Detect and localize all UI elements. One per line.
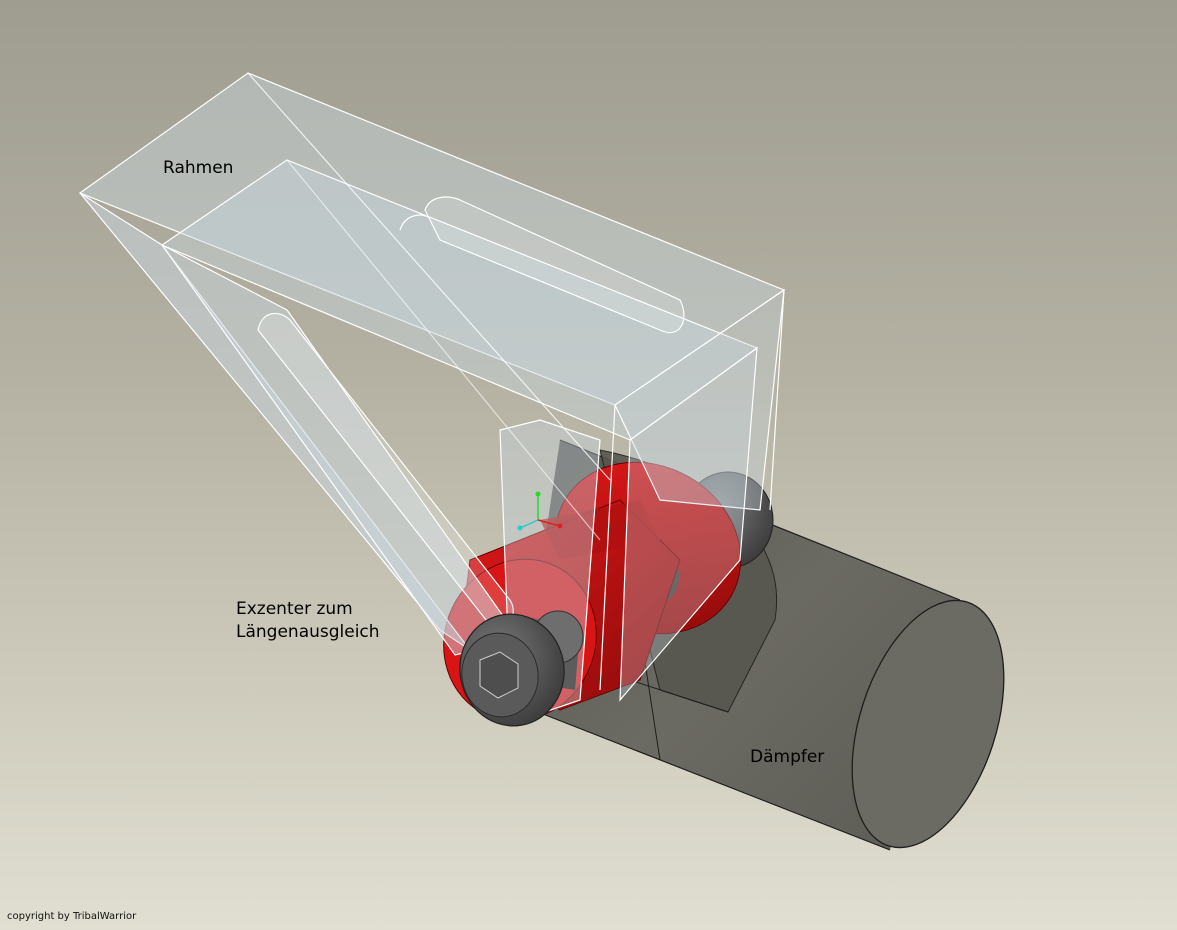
eccentric-label: Exzenter zum Längenausgleich	[236, 598, 380, 644]
front-bolt	[459, 610, 584, 727]
eccentric-label-line2: Längenausgleich	[236, 622, 380, 642]
copyright-notice: copyright by TribalWarrior	[7, 911, 137, 922]
frame-bracket	[78, 72, 786, 713]
damper-label: Dämpfer	[750, 747, 825, 767]
eccentric-label-line1: Exzenter zum	[236, 599, 353, 619]
coordinate-axes-icon	[517, 491, 563, 531]
frame-label: Rahmen	[163, 158, 234, 178]
